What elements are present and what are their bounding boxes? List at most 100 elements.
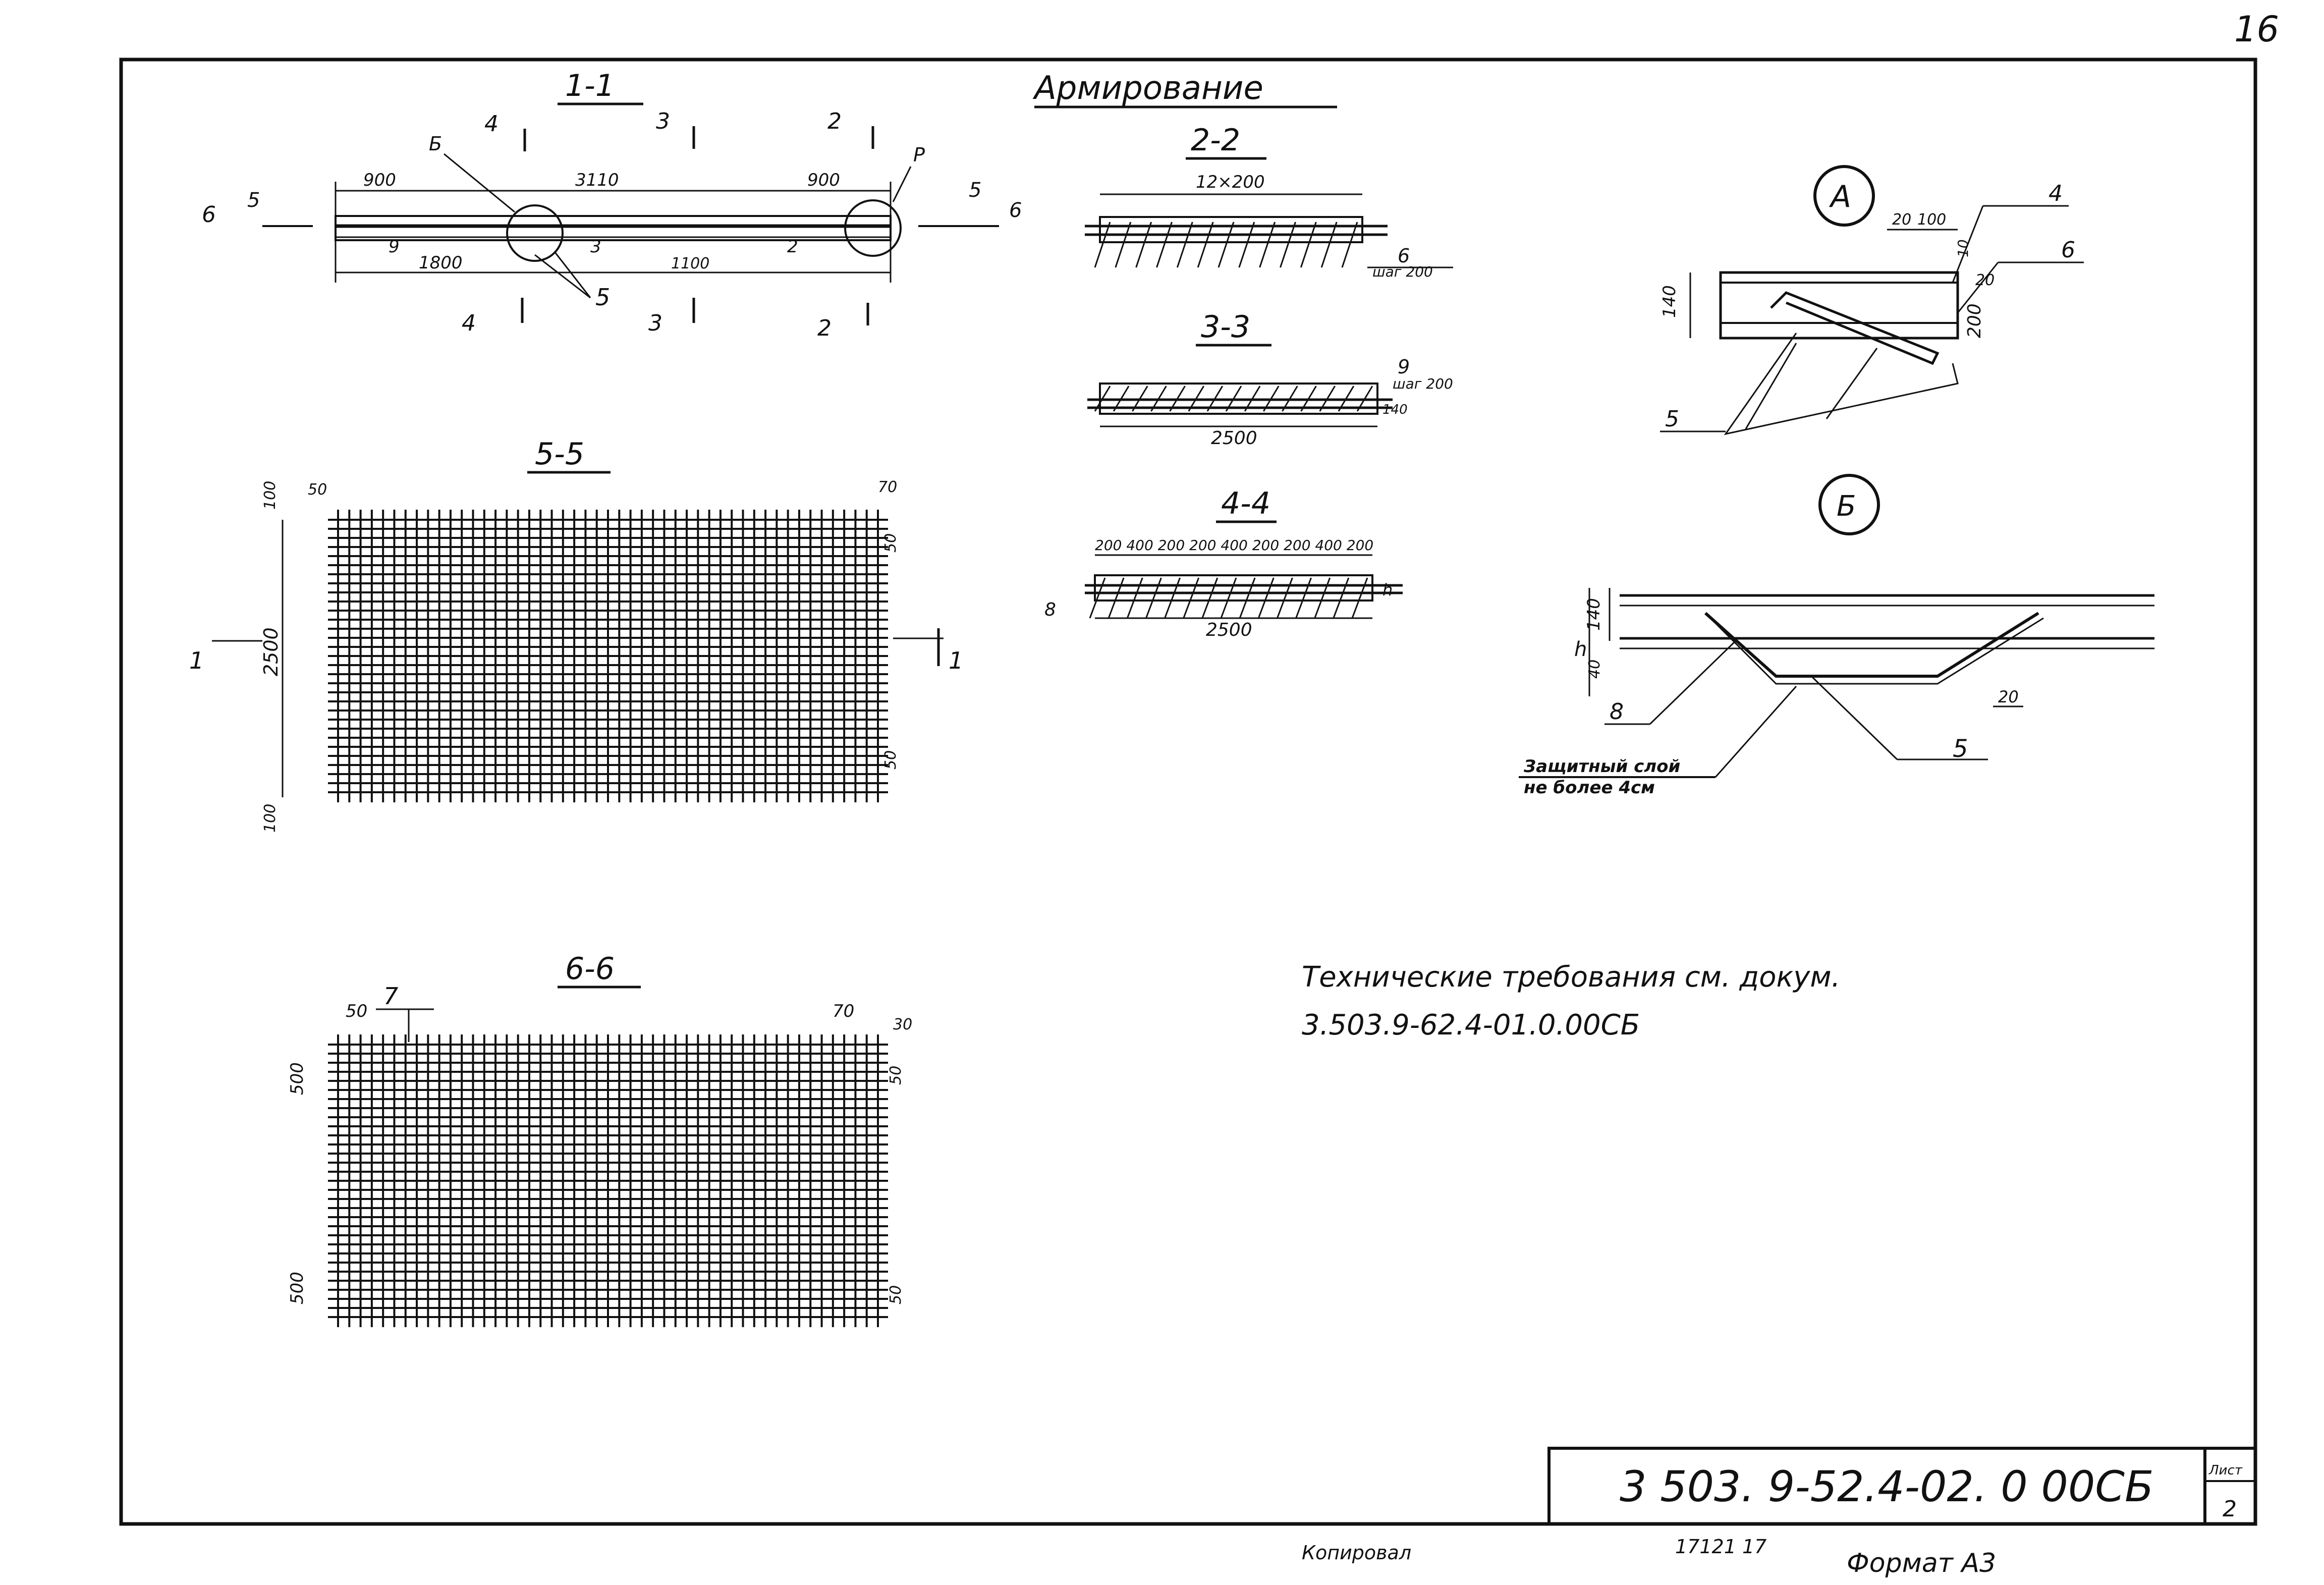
drawing-title: Армирование (1032, 70, 1263, 107)
footer-order: 17121 17 (1675, 1536, 1766, 1558)
dim-a-100: 100 (1917, 211, 1946, 229)
dim-s66-30: 30 (893, 1016, 912, 1033)
cut-6-right: 6 (1009, 199, 1022, 222)
dim-s66-50-right-bottom: 50 (887, 1285, 905, 1304)
dim-2500-4-4: 2500 (1206, 620, 1252, 640)
dim-3110: 3110 (575, 170, 619, 190)
dim-s55-100-top: 100 (261, 481, 279, 510)
pos-a-6: 6 (2061, 237, 2075, 263)
dim-b-h: h (1574, 638, 1587, 661)
section-2-2: 2-2 12×200 6 шаг 200 (1085, 123, 1453, 280)
dim-s55-100-bottom: 100 (261, 804, 279, 833)
pos-9: 9 (389, 237, 400, 257)
cut-3-bottom: 3 (648, 310, 662, 336)
dim-s55-50: 50 (308, 481, 327, 499)
callout-a-letter: А (1829, 179, 1851, 214)
dim-s66-50: 50 (346, 1001, 367, 1021)
dim-s66-500-top: 500 (287, 1062, 307, 1095)
dim-s66-500-bottom: 500 (287, 1272, 307, 1304)
section-6-6-label: 6-6 (565, 951, 615, 987)
tech-requirements-line2: 3.503.9-62.4-01.0.00СБ (1302, 1009, 1640, 1042)
dim-h-4-4: h (1382, 580, 1393, 599)
pos-8-4-4: 8 (1044, 599, 1056, 620)
cut-5-right: 5 (969, 179, 981, 202)
callout-b-circle (1818, 474, 1880, 535)
note-protective-layer: Защитный слой (1523, 756, 1680, 777)
detail-b: Б h 140 40 20 8 5 Защитный слой не более… (1519, 474, 2154, 798)
pos-5: 5 (595, 284, 610, 311)
dim-a-20: 20 (1892, 211, 1911, 229)
dim-900-right: 900 (807, 170, 840, 190)
pos-2: 2 (787, 237, 798, 257)
pos-b-8: 8 (1610, 699, 1624, 725)
callout-b-letter: Б (1837, 490, 1856, 523)
doc-code: 3 503. 9-52.4-02. 0 00СБ (1620, 1462, 2154, 1511)
dim-b-140: 140 (1584, 598, 1604, 631)
section-1-1: 1-1 900 3110 900 1800 1100 9 3 2 Б Р 5 4… (202, 68, 1022, 341)
dims-4-4-top: 200 400 200 200 400 200 200 400 200 (1095, 537, 1373, 554)
cut-5-left: 5 (247, 189, 260, 212)
dim-s66-70: 70 (833, 1001, 854, 1021)
sheet-frame (119, 58, 2257, 1526)
sheet-label: Лист (2208, 1463, 2243, 1478)
tech-requirements-line1: Технические требования см. докум. (1302, 961, 1840, 994)
sheet-number: 2 (2223, 1496, 2237, 1522)
dim-s55-50-right: 50 (882, 533, 900, 553)
dim-s55-50-right-bottom: 50 (882, 750, 900, 770)
stirrups-3-3 (1094, 386, 1373, 412)
dim-140-3-3: 140 (1382, 402, 1408, 417)
cut-6-left: 6 (202, 202, 216, 228)
pos-9-3-3: 9 (1398, 356, 1410, 378)
section-5-5: 5-5 2500 100 100 50 70 50 50 1 1 (189, 436, 963, 833)
dim-2500-3-3: 2500 (1211, 428, 1257, 449)
dim-b-20: 20 (1998, 687, 2019, 706)
dim-12x200: 12×200 (1196, 172, 1265, 192)
cut-3-top: 3 (656, 108, 670, 134)
callout-a-circle (1813, 165, 1875, 227)
dim-900-left: 900 (363, 170, 396, 190)
section-3-3: 3-3 2500 9 шаг 200 140 (1087, 309, 1453, 449)
cut-2-top: 2 (827, 108, 842, 134)
section-3-3-label: 3-3 (1201, 309, 1250, 345)
cut-4-bottom: 4 (462, 310, 476, 336)
dim-a-140: 140 (1659, 285, 1680, 318)
dim-a-200: 200 (1964, 303, 1985, 338)
callout-circle-b (506, 204, 564, 262)
cut-2-bottom: 2 (817, 315, 832, 341)
dim-s55-2500: 2500 (260, 627, 282, 676)
step-200-a: шаг 200 (1372, 263, 1433, 280)
section-6-6: 6-6 7 50 70 30 500 500 50 50 (287, 951, 912, 1327)
title-block: 3 503. 9-52.4-02. 0 00СБ Лист 2 (1547, 1447, 2257, 1525)
section-1-1-label: 1-1 (565, 68, 615, 103)
cut-1-right: 1 (949, 647, 963, 674)
cut-4-top: 4 (484, 111, 499, 137)
section-4-4: 4-4 200 400 200 200 400 200 200 400 200 … (1044, 486, 1403, 640)
step-200-b: шаг 200 (1393, 375, 1453, 392)
section-4-4-label: 4-4 (1221, 486, 1270, 521)
callout-circle-p (844, 199, 902, 257)
footer-format: Формат А3 (1847, 1548, 1996, 1578)
dim-1800: 1800 (419, 253, 463, 273)
stirrups-4-4 (1089, 577, 1368, 619)
pos-7: 7 (383, 982, 398, 1010)
pos-a-4: 4 (2049, 181, 2063, 206)
pos-b-5: 5 (1953, 735, 1968, 763)
section-2-2-label: 2-2 (1191, 123, 1240, 158)
stirrups-2-2 (1094, 222, 1358, 268)
mesh-6-6 (328, 1034, 888, 1327)
leader-b: Б (429, 133, 442, 155)
section-5-5-label: 5-5 (535, 436, 584, 472)
pos-3: 3 (590, 237, 601, 257)
footer-copied: Копировал (1302, 1542, 1411, 1564)
dim-b-40: 40 (1586, 660, 1603, 679)
pos-a-5: 5 (1665, 406, 1679, 432)
detail-a: А 140 20 100 10 20 200 4 6 5 (1659, 165, 2084, 435)
mesh-5-5 (328, 510, 888, 802)
note-max-4cm: не более 4см (1524, 778, 1655, 798)
pos-6: 6 (1398, 245, 1410, 267)
cut-1-left: 1 (189, 647, 204, 674)
dim-s55-70: 70 (878, 478, 897, 496)
dim-s66-50-right: 50 (887, 1066, 905, 1085)
dim-1100: 1100 (671, 255, 709, 272)
